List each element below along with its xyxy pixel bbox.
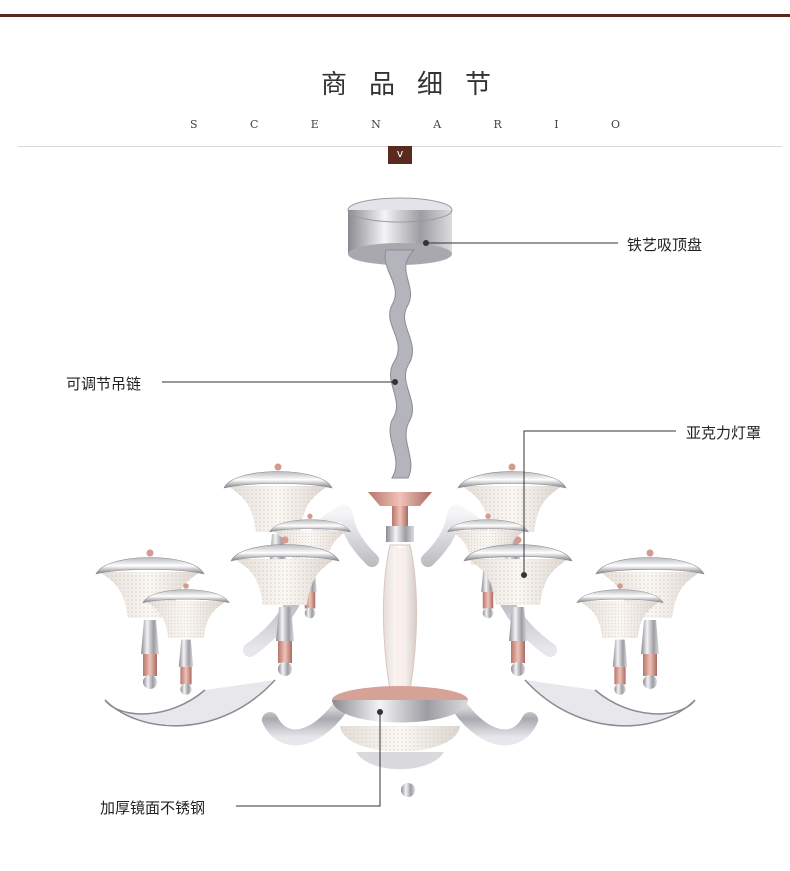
subtitle-letter: I (554, 118, 559, 131)
section-subtitle: S C E N A R I O (190, 118, 620, 131)
callout-shade: 亚克力灯罩 (686, 424, 762, 442)
subtitle-letter: A (433, 118, 442, 131)
subtitle-letter: S (190, 118, 198, 131)
callout-canopy: 铁艺吸顶盘 (627, 236, 703, 254)
callout-body: 加厚镜面不锈钢 (100, 799, 206, 817)
subtitle-letter: C (249, 118, 259, 131)
top-accent-bar (0, 14, 790, 17)
subtitle-letter: O (610, 118, 620, 131)
chevron-down-icon: v (388, 146, 412, 164)
callout-chain: 可调节吊链 (66, 375, 142, 393)
subtitle-letter: E (310, 118, 319, 131)
section-title: 商品细节 (320, 70, 513, 100)
subtitle-letter: R (493, 118, 502, 131)
subtitle-letter: N (371, 118, 381, 131)
